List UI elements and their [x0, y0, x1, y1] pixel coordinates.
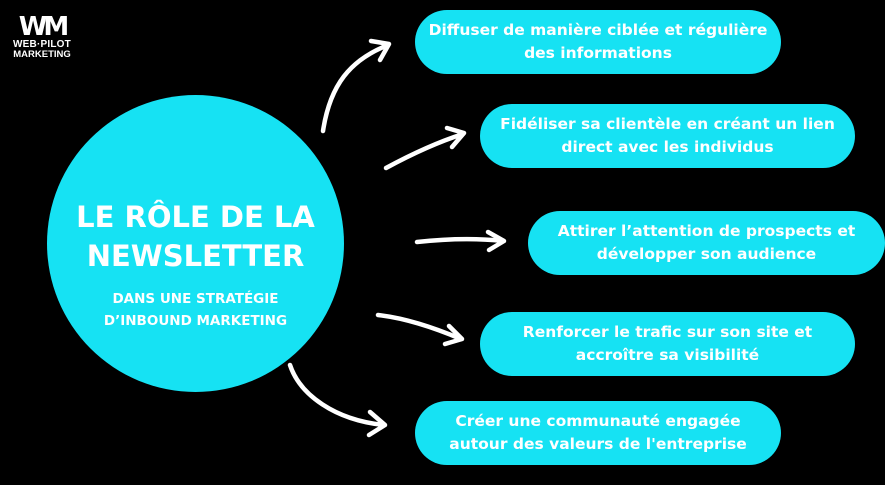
role-text-5: Créer une communauté engagée autour des …: [449, 412, 747, 453]
arrow-5-icon: [287, 362, 388, 438]
web-pilot-logo: WM WEB·PILOT MARKETING: [10, 14, 74, 60]
logo-line-2: MARKETING: [13, 49, 71, 60]
diagram-subtitle: DANS UNE STRATÉGIE D’INBOUND MARKETING: [103, 291, 288, 329]
arrow-2-icon: [383, 125, 467, 171]
role-text-4: Renforcer le trafic sur son site et accr…: [522, 323, 813, 364]
central-circle: LE RÔLE DE LA NEWSLETTER DANS UNE STRATÉ…: [47, 95, 344, 392]
arrow-3-icon: [414, 229, 507, 253]
role-text-2: Fidéliser sa clientèle en créant un lien…: [500, 115, 835, 156]
role-text-3: Attirer l’attention de prospects et déve…: [557, 222, 856, 263]
arrow-4-icon: [375, 312, 465, 347]
arrow-1-icon: [320, 38, 392, 134]
logo-line-1: WEB·PILOT: [13, 39, 71, 50]
logo-mark: WM: [18, 12, 70, 42]
role-pill-3: Attirer l’attention de prospects et déve…: [528, 211, 885, 275]
role-pill-2: Fidéliser sa clientèle en créant un lien…: [480, 104, 855, 168]
role-text-1: Diffuser de manière ciblée et régulière …: [428, 21, 768, 62]
role-pill-1: Diffuser de manière ciblée et régulière …: [415, 10, 781, 74]
role-pill-4: Renforcer le trafic sur son site et accr…: [480, 312, 855, 376]
diagram-title: LE RÔLE DE LA NEWSLETTER: [76, 200, 315, 273]
role-pill-5: Créer une communauté engagée autour des …: [415, 401, 781, 465]
